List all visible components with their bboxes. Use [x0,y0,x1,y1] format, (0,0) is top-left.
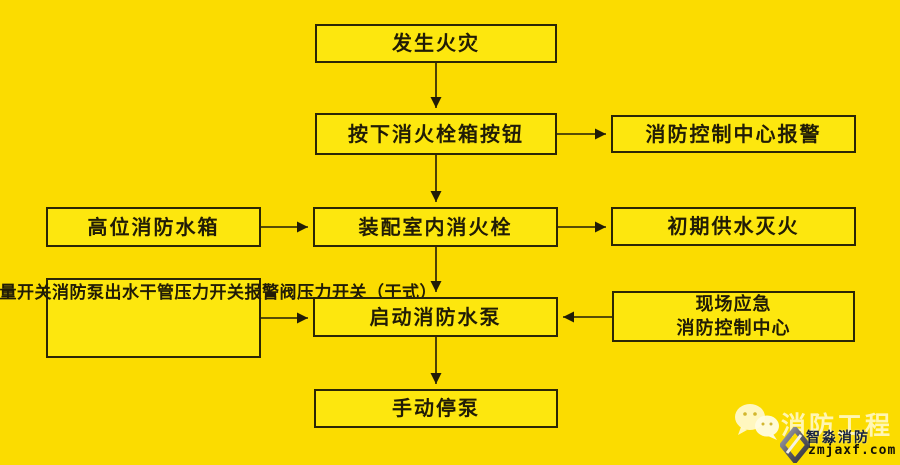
node-initial-water-supply: 初期供水灭火 [611,207,856,246]
node-pump-start-switches: 高位出水箱的流量开关 消防泵出水干管压力开关 报警阀压力开关（干式） [0,278,437,358]
emergency-line-2: 消防控制中心 [676,317,791,339]
switch-line-flow: 高位出水箱的流量开关 [0,283,52,303]
switch-line-main-pipe: 消防泵出水干管压力开关 [52,283,245,303]
node-indoor-hydrant: 装配室内消火栓 [313,207,558,247]
node-high-level-water-tank: 高位消防水箱 [46,207,261,247]
node-manual-pump-stop: 手动停泵 [314,389,558,428]
node-onsite-emergency-center: 现场应急 消防控制中心 [612,291,855,342]
watermark-brand-name: 智淼消防 [806,430,870,446]
watermark-brand-url: zmjaxf.com [808,443,897,458]
node-press-hydrant-button: 按下消火栓箱按钮 [315,113,557,155]
node-start-fire-pump: 启动消防水泵 [313,297,558,337]
emergency-line-1: 现场应急 [695,293,772,315]
node-control-center-alarm: 消防控制中心报警 [611,115,856,153]
node-fire-occurs: 发生火灾 [315,24,557,63]
wechat-icon [735,404,779,440]
